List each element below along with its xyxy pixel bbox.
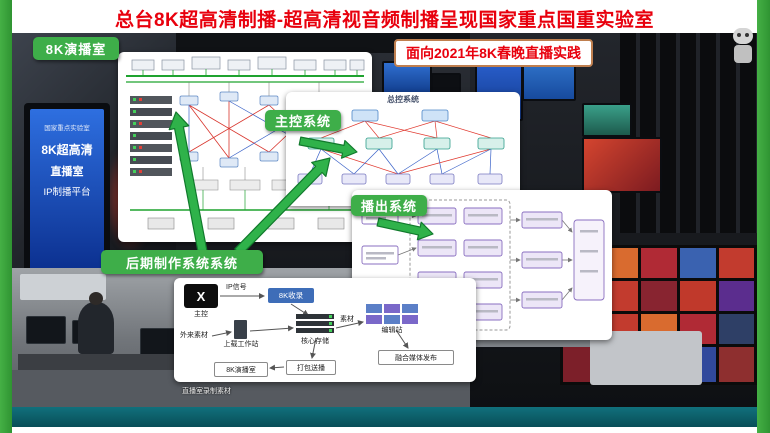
slide-title: 总台8K超高清制播-超高清视音频制播呈现国家重点国重实验室 [114,10,655,31]
rack-monitor-red [582,137,662,193]
material-label: 素材 [340,316,354,323]
server-racks [620,33,757,233]
white-console [590,331,702,385]
vertical-monitor-screen: 国家重点实验室 8K超高清 直播室 IP制播平台 [30,109,104,273]
x-logo: X [196,288,206,304]
master-label: 主控 [194,311,208,318]
studio-send-node: 8K演播室 [214,362,268,377]
rack-monitor-green [582,103,632,137]
screen-line: IP制播平台 [43,187,91,198]
edit-station-label: 编辑站 [381,327,403,334]
ip-signal-label: IP信号 [226,284,247,291]
screen-line: 8K超高清 [41,143,93,157]
rack-monitor-blue2 [522,61,576,101]
person-head [89,292,103,305]
core-storage-label: 核心存储 [301,338,329,345]
screen-line: 直播室 [50,166,84,178]
upload-station-label: 上载工作站 [223,341,259,348]
record-node: 8K收录 [268,288,314,303]
practice-badge: 面向2021年8K春晚直播实践 [394,39,594,67]
left-green-bar [0,0,12,433]
broadcast-badge: 播出系统 [351,195,427,216]
post-workflow-arrows [211,293,409,371]
edit-stations-grid [366,304,418,324]
media-publish-node: 融合媒体发布 [378,350,454,365]
core-storage-icon [296,314,334,335]
post-production-panel: X 主控 IP信号 8K收录 外来素材 上载工作站 核心存储 素材 编辑站 融合… [174,278,476,382]
mascot-head [733,28,753,44]
screen-line: 国家重点实验室 [44,125,90,132]
person-silhouette [78,292,114,354]
master-control-badge: 主控系统 [265,110,341,131]
office-monitor [26,316,66,344]
vertical-monitor: 国家重点实验室 8K超高清 直播室 IP制播平台 [24,103,110,279]
mascot-logo [730,28,756,66]
post-production-badge: 后期制作系统系统 [101,250,263,274]
bottom-teal-bar [12,407,757,427]
package-send-node: 打包送播 [286,360,336,375]
upload-workstation-icon [234,320,247,339]
right-green-bar [757,0,770,433]
mascot-body [734,45,752,63]
master-control-unit: X [184,284,218,308]
studio-badge: 8K演播室 [33,37,119,60]
master-diagram-title: 总控系统 [387,95,419,104]
photo-caption: 直播室录制素材 [182,388,231,395]
external-material-label: 外来素材 [180,332,208,339]
